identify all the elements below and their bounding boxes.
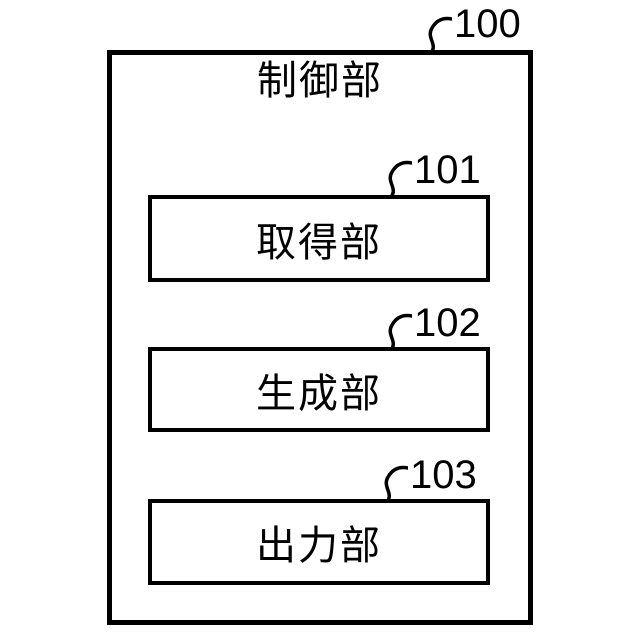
leader-squiggle-icon [388,313,412,350]
block-generation-unit: 生成部 [148,347,490,432]
acquisition-unit-label: 取得部 [256,220,382,265]
ref-label-100: 100 [426,4,521,53]
ref-number-generation: 102 [414,301,481,345]
ref-label-102: 102 [386,303,481,350]
ref-number-outer: 100 [454,2,521,46]
output-unit-label: 出力部 [256,524,382,568]
leader-squiggle-icon [388,160,412,197]
leader-squiggle-icon [428,16,452,53]
ref-number-output: 103 [410,453,477,497]
block-output-unit: 出力部 [148,499,490,585]
ref-label-103: 103 [382,455,477,502]
block-acquisition-unit: 取得部 [148,195,490,282]
generation-unit-label: 生成部 [256,371,382,416]
leader-squiggle-icon [384,465,408,502]
control-unit-label: 制御部 [257,59,383,103]
ref-number-acquisition: 101 [414,148,481,192]
ref-label-101: 101 [386,150,481,197]
